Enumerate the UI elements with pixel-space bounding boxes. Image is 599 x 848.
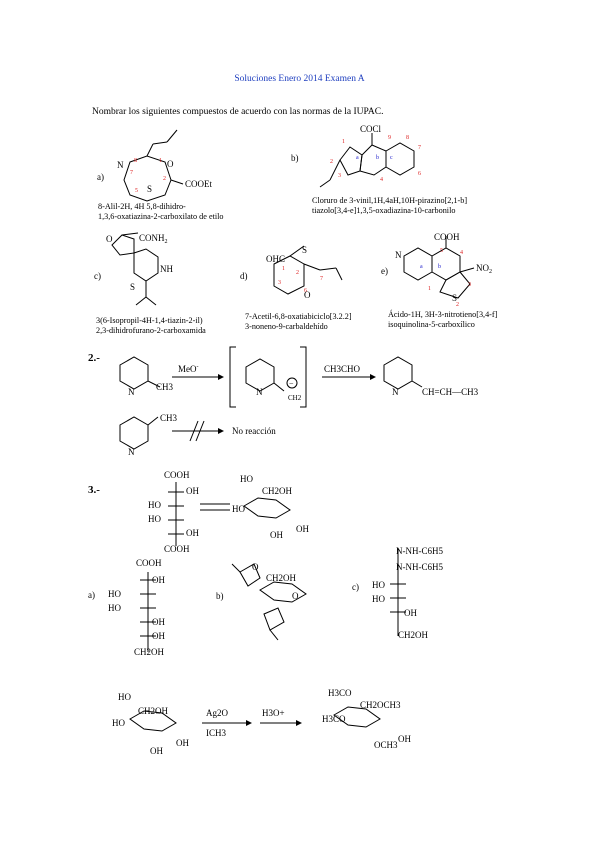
compound-d-structure: 1 2 3 6 7: [273, 245, 343, 295]
svg-text:6: 6: [418, 171, 421, 177]
compound-a-name: 8-Alil-2H, 4H 5,8-dihidro- 1,3,6-oxatiaz…: [98, 202, 224, 221]
methyl-label-3: CH3: [160, 413, 178, 423]
osazone-fischer: [390, 548, 406, 636]
page-title: Soluciones Enero 2014 Examen A: [234, 74, 365, 84]
reagent-acetaldehyde: CH3CHO: [324, 364, 361, 374]
compound-a-label: a): [97, 172, 104, 182]
svg-text:6: 6: [304, 288, 307, 294]
ester-group: COOEt: [185, 179, 212, 189]
svg-text:2: 2: [456, 302, 459, 308]
section-3b-label: b): [216, 591, 224, 601]
svg-text:a: a: [420, 264, 423, 270]
svg-text:4: 4: [460, 250, 463, 256]
reagent-silver-oxide: Ag2O: [206, 708, 228, 718]
methyl-label: CH3: [156, 382, 174, 392]
compound-b-label: b): [291, 153, 299, 163]
svg-text:2: 2: [330, 159, 333, 165]
svg-text:8: 8: [406, 135, 409, 141]
svg-text:1: 1: [428, 286, 431, 292]
carbanion-ch2: CH2: [288, 394, 302, 402]
compound-d-name: 7-Acetil-6,8-oxatiabiciclo[3.2.2] 3-none…: [245, 312, 352, 331]
svg-text:7: 7: [320, 276, 323, 282]
reagent-methyl-iodide: ICH3: [206, 728, 226, 738]
section-3c-label: c): [352, 582, 359, 592]
vinyl-product: CH=CH—CH3: [422, 387, 479, 397]
compound-c-structure: [111, 232, 159, 306]
svg-text:8: 8: [134, 158, 137, 164]
section-2-scheme: −: [119, 346, 423, 450]
svg-text:2: 2: [163, 176, 166, 182]
compound-e-name: Ácido-1H, 3H-3-nitrotieno[3,4-f] isoquin…: [388, 310, 498, 329]
svg-text:c: c: [390, 155, 393, 161]
compound-e-label: e): [381, 266, 388, 276]
compound-b-name: Cloruro de 3-vinil,1H,4aH,10H-pirazino[2…: [312, 196, 468, 215]
svg-text:9: 9: [388, 135, 391, 141]
no-reaction-text: No reacción: [232, 426, 276, 436]
svg-text:3: 3: [468, 282, 471, 288]
svg-text:4: 4: [380, 177, 383, 183]
amide-group: CONH2: [139, 233, 168, 245]
compound-c-label: c): [94, 271, 101, 281]
section-3a-label: a): [88, 590, 95, 600]
compound-a-structure: 8 1 2 5 7: [123, 129, 184, 202]
svg-text:2: 2: [296, 270, 299, 276]
acetonide-structure: [231, 563, 307, 641]
svg-text:5: 5: [135, 188, 138, 194]
compound-b-structure: 1 2 3 a b c 8 7 6 4 9: [319, 133, 421, 188]
svg-text:1: 1: [282, 266, 285, 272]
fischer-projection-top: [168, 482, 291, 546]
svg-text:b: b: [438, 264, 441, 270]
aldehyde-group: OHC: [266, 254, 286, 264]
carbonyl-chloride-group: COCl: [360, 124, 382, 134]
compound-e-structure: a b 5 4 1 2 3: [403, 236, 475, 308]
svg-text:3: 3: [278, 280, 281, 286]
nitro-group: NO2: [476, 263, 492, 275]
svg-text:−: −: [289, 379, 294, 388]
section-3-number: 3.-: [88, 484, 100, 496]
fischer-a: [140, 572, 156, 652]
methylation-scheme: [129, 706, 381, 732]
svg-text:7: 7: [418, 145, 421, 151]
reagent-methoxide: MeO-: [178, 364, 199, 374]
carboxylic-acid-group: COOH: [434, 232, 460, 242]
instructions: Nombrar los siguientes compuestos de acu…: [92, 107, 384, 117]
svg-text:7: 7: [130, 170, 133, 176]
compound-d-label: d): [240, 271, 248, 281]
svg-text:5: 5: [440, 248, 443, 254]
svg-text:1: 1: [342, 139, 345, 145]
compound-c-name: 3(6-Isopropil-4H-1,4-tiazin-2-il) 2,3-di…: [96, 316, 206, 335]
section-2-number: 2.-: [88, 352, 100, 364]
svg-text:3: 3: [338, 173, 341, 179]
svg-text:1: 1: [159, 158, 162, 164]
reagent-hydronium: H3O+: [262, 708, 285, 718]
svg-text:b: b: [376, 155, 379, 161]
svg-text:a: a: [356, 155, 359, 161]
